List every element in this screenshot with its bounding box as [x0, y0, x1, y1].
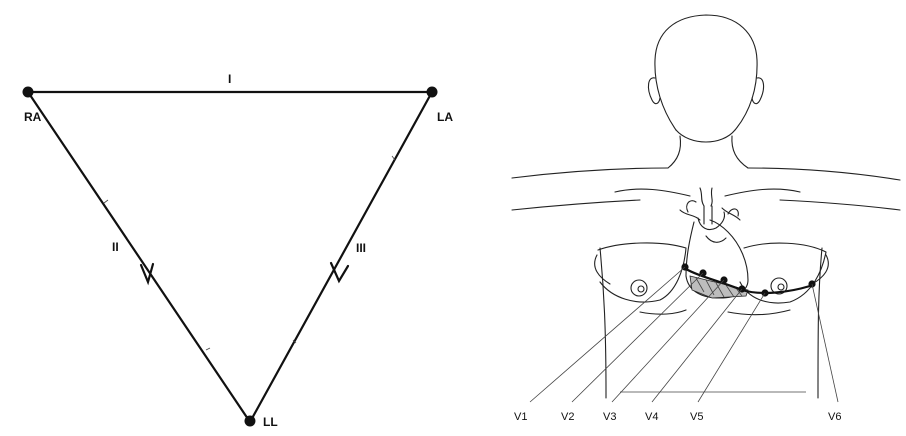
einthoven-triangle: RA LA LL I II III: [22, 72, 453, 429]
vertex-label-la: LA: [437, 110, 453, 124]
lead-label-ii: II: [112, 240, 119, 254]
torso-outline: [599, 247, 823, 399]
shoulders-outline: [511, 167, 901, 181]
vertex-label-ra: RA: [24, 110, 42, 124]
label-v1: V1: [514, 411, 527, 423]
lead-iii-line: [248, 90, 434, 424]
torso-illustration: [511, 14, 901, 403]
label-v3: V3: [603, 411, 616, 423]
heart-illustration: [685, 200, 749, 299]
clavicles: [614, 188, 801, 197]
label-v2: V2: [561, 411, 574, 423]
la-electrode-dot: [426, 86, 438, 98]
left-breast-outline: [597, 242, 687, 303]
head-outline: [654, 14, 758, 131]
right-breast-outline: [739, 242, 827, 304]
lead-label-iii: III: [356, 241, 366, 255]
precordial-lead-labels: V1 V2 V3 V4 V5 V6: [514, 411, 841, 423]
leader-lines: [529, 266, 839, 403]
lead-iii-arrow-icon: [329, 261, 350, 284]
left-nipple-icon: [630, 279, 648, 297]
vertex-label-ll: LL: [263, 415, 278, 429]
ll-electrode-dot: [244, 415, 256, 427]
lead-ii-line: [26, 90, 252, 424]
label-v4: V4: [645, 411, 658, 423]
lead-ii-arrow-icon: [139, 262, 155, 286]
label-v6: V6: [828, 411, 841, 423]
label-v5: V5: [690, 411, 703, 423]
lead-label-i: I: [228, 72, 231, 86]
neck-outline: [667, 135, 749, 169]
ra-electrode-dot: [22, 86, 34, 98]
right-nipple-icon: [770, 277, 788, 295]
